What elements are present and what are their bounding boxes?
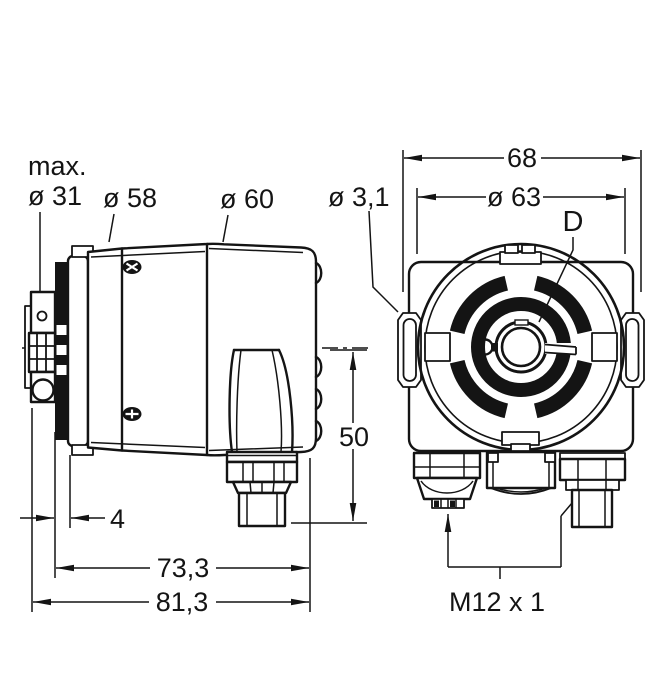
dim-housing-length: 73,3 (157, 553, 210, 583)
dim-housing-width: 68 (507, 143, 537, 173)
mounting-slot-left (402, 318, 417, 382)
mounting-screw-bottom (122, 407, 142, 421)
clamp-key-right (591, 332, 618, 362)
front-dimensions: 68 ø 63 ø 3,1 D M12 x 1 (328, 143, 642, 617)
dim-total-length: 81,3 (156, 587, 209, 617)
mounting-screw-top (122, 260, 142, 274)
leader-collar-diameter (108, 213, 115, 243)
side-callouts: max. ø 31 ø 58 ø 60 (28, 151, 274, 291)
torque-lug-top (499, 244, 542, 265)
clamp-ring (449, 275, 593, 419)
collar-notch (514, 319, 529, 326)
label-housing-diameter: ø 60 (220, 184, 274, 214)
center-boss (485, 450, 557, 495)
mounting-slot-right (625, 318, 640, 382)
clamp-key-left (424, 332, 451, 362)
clamp-slit-fill (545, 343, 576, 354)
side-connector (225, 348, 299, 528)
clamp-screw-hole (36, 310, 48, 322)
leader-housing-diameter (222, 214, 229, 243)
leader-m12 (448, 502, 573, 579)
dim-flange-diameter: ø 63 (487, 182, 541, 212)
set-screw-nub (491, 343, 498, 352)
dim-collar-offset: 4 (110, 504, 125, 534)
leader-mounting-hole (368, 210, 399, 313)
torque-lug-bottom (501, 431, 540, 452)
encoder-body (86, 242, 323, 457)
set-screw (476, 338, 494, 356)
shaft-clamp (24, 290, 57, 404)
shaft-bore (476, 319, 577, 374)
label-mounting-hole-diameter: ø 3,1 (328, 182, 390, 212)
mounting-tab-left (397, 312, 422, 388)
clamp-slit (544, 343, 577, 356)
rear-cap-ribs (314, 261, 323, 443)
side-dimensions: 4 73,3 81,3 50 (20, 349, 373, 617)
label-max: max. (28, 151, 87, 181)
side-view: max. ø 31 ø 58 ø 60 4 73,3 81,3 (20, 151, 373, 617)
mounting-tab-right (620, 312, 645, 388)
leader-shaft-bore (538, 237, 574, 323)
seal-ring (55, 262, 68, 440)
label-shaft-bore: D (563, 206, 584, 238)
cable-gland (412, 451, 482, 509)
label-collar-diameter: ø 58 (103, 183, 157, 213)
label-shaft-diameter: ø 31 (28, 181, 82, 211)
front-cover-plate (66, 245, 94, 456)
dim-connector-thread: M12 x 1 (449, 587, 545, 617)
m12-connector (558, 452, 627, 529)
front-view: 68 ø 63 ø 3,1 D M12 x 1 (328, 143, 645, 617)
dim-axis-to-connector: 50 (339, 422, 369, 452)
